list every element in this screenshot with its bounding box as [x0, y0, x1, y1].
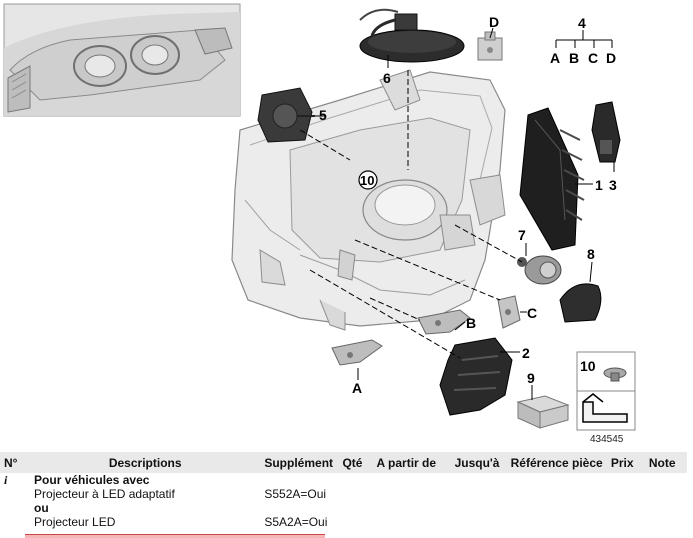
part-D-bracket — [477, 31, 503, 61]
dashed-leaders — [299, 70, 523, 359]
col-header-num: N° — [0, 452, 31, 473]
part-10-kit-box — [576, 351, 636, 431]
callout-8: 8 — [587, 246, 595, 262]
callout-2: 2 — [522, 345, 530, 361]
headlight-exploded-view: 6 D 5 1 3 7 8 2 9 A B C 10 4 A B C D 10 … — [3, 3, 636, 445]
part-B-holder — [417, 309, 471, 335]
col-header-reference: Référence pièce — [506, 452, 607, 473]
col-header-qty: Qté — [338, 452, 373, 473]
part-9-repair-kit — [516, 395, 570, 429]
info-icon: i — [4, 473, 8, 487]
table-header-row: N° Descriptions Supplément Qté A partir … — [0, 452, 687, 473]
selected-row-indicator — [25, 534, 325, 538]
col-header-note: Note — [644, 452, 687, 473]
callout-7: 7 — [518, 227, 526, 243]
col-header-to: Jusqu'à — [450, 452, 507, 473]
callout-3: 3 — [609, 177, 617, 193]
diagram-number: 434545 — [590, 434, 624, 445]
info-supplement-cell: S552A=Oui S5A2A=Oui — [260, 473, 338, 529]
vehicle-inset-thumbnail — [3, 3, 241, 117]
col-header-from: A partir de — [372, 452, 451, 473]
group4-letter-B: B — [569, 50, 579, 66]
callout-6: 6 — [383, 70, 391, 86]
table-row-info: i Pour véhicules avec Projecteur à LED a… — [0, 473, 687, 529]
part-2-bracket — [439, 337, 513, 416]
callout-D-top: D — [489, 14, 499, 30]
leader-lines — [315, 27, 615, 400]
callout-1: 1 — [595, 177, 603, 193]
callout-B: B — [466, 315, 476, 331]
part-5-actuator — [257, 87, 315, 143]
col-header-description: Descriptions — [30, 452, 261, 473]
info-line1: Projecteur à LED adaptatif — [34, 487, 175, 501]
group4-letter-D: D — [606, 50, 616, 66]
kit-box-label: 10 — [580, 358, 596, 374]
part-1-led-module — [519, 107, 585, 251]
callout-C: C — [527, 305, 537, 321]
info-line1-supplement: S552A=Oui — [264, 487, 327, 501]
callout-5: 5 — [319, 107, 327, 123]
callout-4: 4 — [578, 15, 586, 31]
part-8-cap — [559, 283, 602, 323]
part-7-motor — [517, 255, 562, 285]
parts-table: N° Descriptions Supplément Qté A partir … — [0, 452, 687, 529]
info-line2: Projecteur LED — [34, 515, 116, 529]
part-C-holder — [497, 295, 521, 329]
callout-10: 10 — [360, 173, 374, 188]
col-header-price: Prix — [606, 452, 645, 473]
group4-letter-C: C — [588, 50, 598, 66]
info-or: ou — [34, 501, 49, 515]
part-A-holder — [331, 339, 383, 366]
callout-A: A — [352, 380, 362, 396]
col-header-supplement: Supplément — [260, 452, 339, 473]
info-title: Pour véhicules avec — [34, 473, 150, 487]
info-line2-supplement: S5A2A=Oui — [264, 515, 328, 529]
group4-letter-A: A — [550, 50, 560, 66]
callout-9: 9 — [527, 370, 535, 386]
part-3-control-unit — [591, 101, 621, 163]
part-6-cover — [359, 8, 465, 63]
parts-diagram: 6 D 5 1 3 7 8 2 9 A B C 10 4 A B C D 10 … — [3, 3, 636, 445]
info-description-cell: Pour véhicules avec Projecteur à LED ada… — [30, 473, 260, 529]
